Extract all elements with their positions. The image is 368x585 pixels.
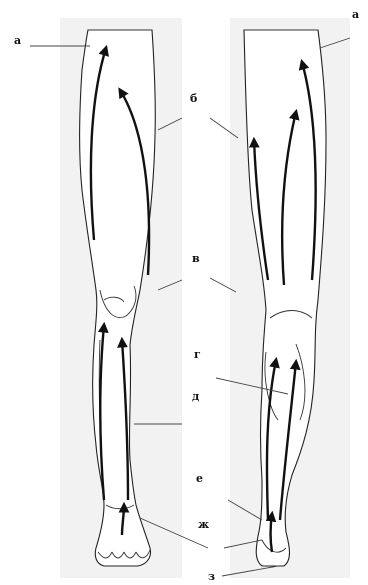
label-d: д	[192, 390, 199, 403]
label-b: б	[190, 92, 197, 105]
label-zh: ж	[198, 518, 209, 531]
label-a-right: а	[352, 8, 359, 21]
label-v: в	[192, 252, 200, 265]
label-g: г	[194, 348, 201, 361]
label-e: е	[196, 472, 203, 485]
label-z: з	[208, 570, 215, 583]
label-a-left: а	[14, 34, 21, 47]
